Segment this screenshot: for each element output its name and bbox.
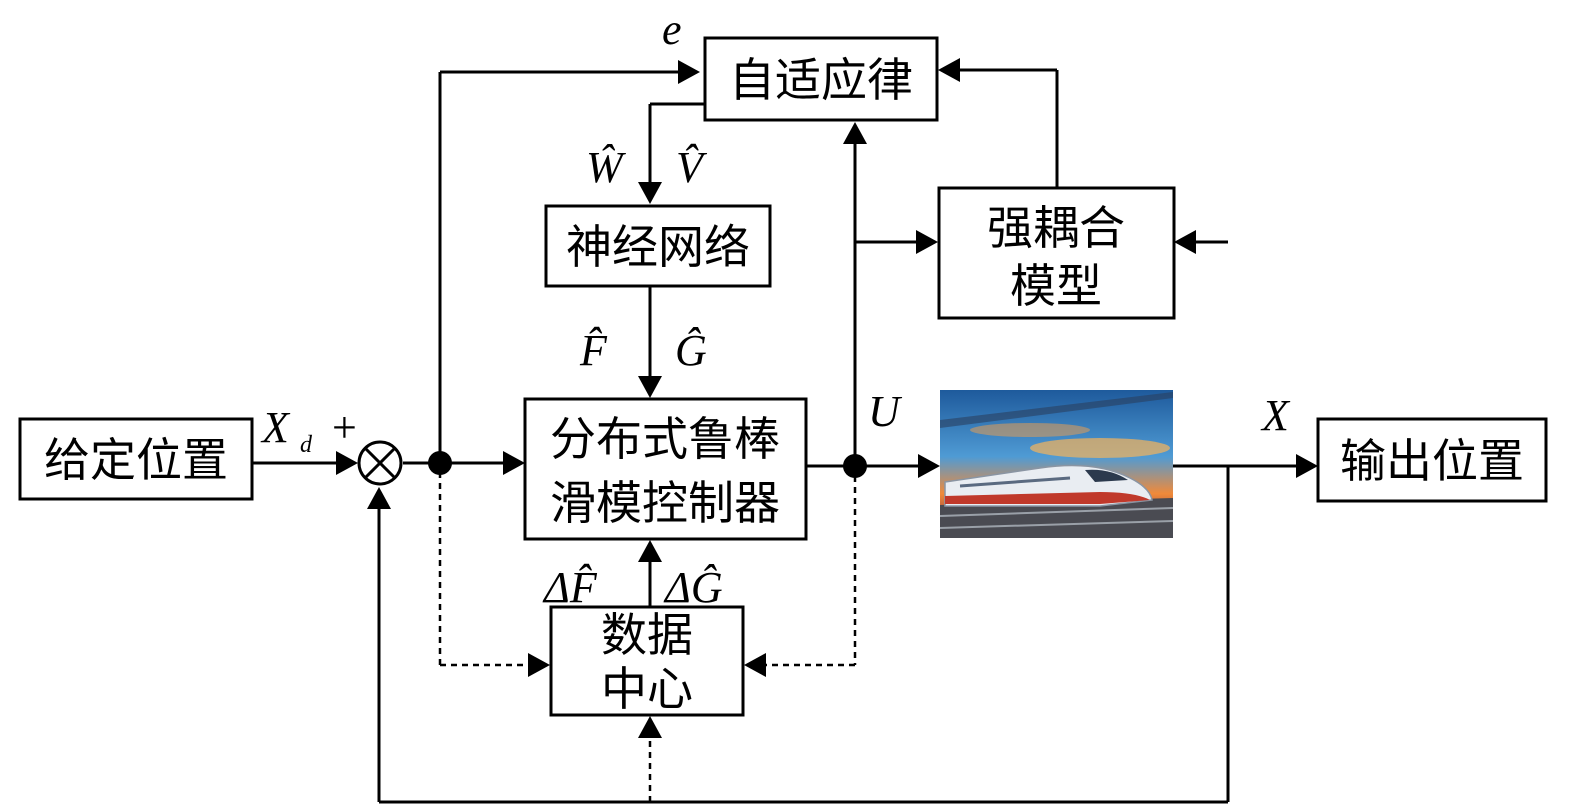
- output-label: 输出位置: [1340, 434, 1524, 488]
- setpoint-block: 给定位置: [18, 417, 254, 501]
- error-label: e: [662, 5, 682, 54]
- setpoint-label: 给定位置: [44, 433, 228, 487]
- train-photo: [939, 390, 1174, 538]
- controller-block: 分布式鲁棒 滑模控制器: [523, 397, 808, 541]
- coupling-model-label-line2: 模型: [1010, 259, 1102, 313]
- f-hat-label: F̂: [579, 326, 608, 375]
- coupling-model-label-line1: 强耦合: [987, 201, 1125, 255]
- g-hat-label: Ĝ: [675, 326, 707, 375]
- data-center-block: 数据 中心: [549, 605, 745, 717]
- xd-label: X: [260, 403, 291, 452]
- x-label: X: [1260, 391, 1291, 440]
- u-label: U: [868, 387, 903, 436]
- xd-subscript: d: [300, 432, 313, 458]
- data-links: [438, 472, 857, 802]
- v-hat-label: V̂: [676, 143, 708, 192]
- adaptive-law-label: 自适应律: [729, 53, 913, 107]
- controller-label-line2: 滑模控制器: [550, 476, 780, 530]
- data-center-label-line2: 中心: [601, 662, 693, 716]
- coupling-model-block: 强耦合 模型: [937, 186, 1176, 320]
- adaptive-law-block: 自适应律: [703, 36, 939, 122]
- neural-network-block: 神经网络: [544, 204, 772, 288]
- delta-f-hat-label: ΔF̂: [542, 563, 598, 612]
- w-hat-label: Ŵ: [586, 143, 626, 192]
- plus-sign: +: [332, 403, 357, 452]
- output-block: 输出位置: [1316, 417, 1548, 503]
- signal-labels: X d + e Ŵ V̂ F̂ Ĝ ΔF̂ ΔĜ U X: [260, 5, 1291, 612]
- controller-label-line1: 分布式鲁棒: [550, 412, 780, 466]
- error-branch-dot: [428, 451, 452, 475]
- data-center-label-line1: 数据: [601, 608, 693, 662]
- neural-network-label: 神经网络: [566, 220, 750, 274]
- delta-g-hat-label: ΔĜ: [663, 563, 723, 612]
- summing-junction: [357, 440, 403, 486]
- control-branch-dot: [843, 454, 867, 478]
